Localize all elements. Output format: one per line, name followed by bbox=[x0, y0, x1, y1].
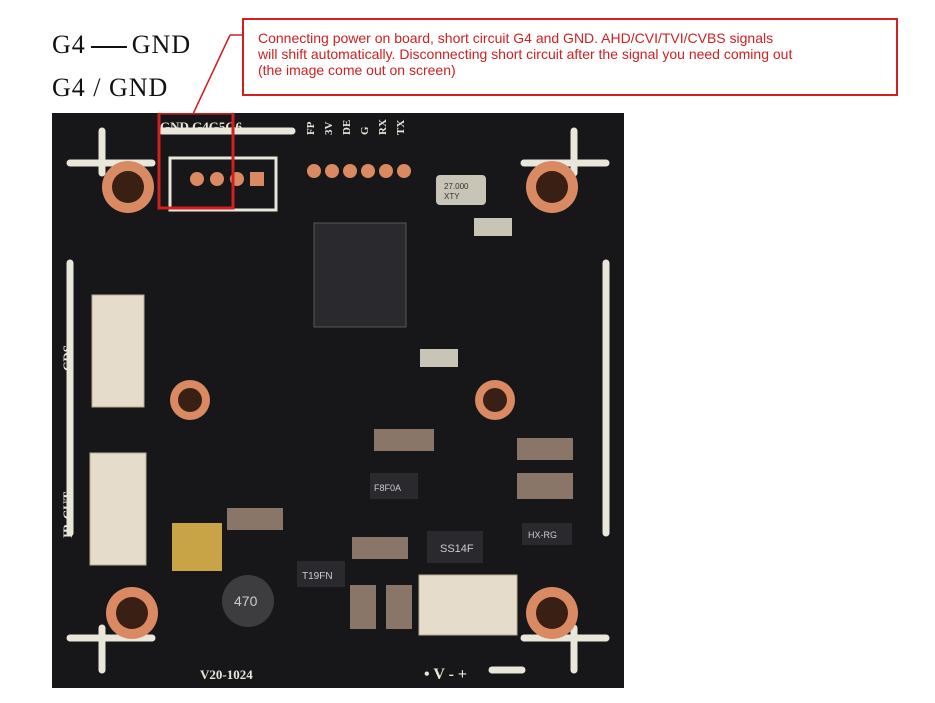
main-ic bbox=[313, 222, 407, 328]
crystal-label-2: XTY bbox=[444, 192, 460, 201]
callout-line-2: will shift automatically. Disconnecting … bbox=[258, 46, 793, 62]
pcb-frame bbox=[66, 127, 610, 674]
pin-label-5: TX bbox=[395, 120, 407, 135]
regulator-label: HX-RG bbox=[528, 530, 557, 540]
ic-label: F8F0A bbox=[374, 483, 401, 493]
pad-row bbox=[307, 164, 411, 178]
diode-label: SS14F bbox=[440, 543, 474, 555]
pin-label-group: FP 3V DE G RX TX bbox=[305, 119, 407, 135]
g4-gnd-highlight-box bbox=[157, 113, 235, 210]
inductor-label: 470 bbox=[234, 593, 258, 609]
mounting-holes bbox=[102, 161, 578, 639]
label-g4: G4 bbox=[52, 30, 86, 59]
power-label: • V - + bbox=[424, 666, 467, 683]
components: 470 SS14F HX-RG T19FN F8F0A bbox=[172, 218, 573, 636]
pin-label-4: RX bbox=[377, 119, 389, 135]
cds-label: CDS bbox=[60, 345, 75, 371]
pin-label-1: 3V bbox=[323, 122, 335, 136]
label-gnd: GND bbox=[131, 30, 192, 59]
header-pins bbox=[190, 172, 264, 186]
pin-label-3: G bbox=[359, 126, 371, 135]
label-g4-dash-gnd: G4 GND bbox=[52, 30, 191, 60]
ircut-label: IR-CUT bbox=[60, 491, 75, 538]
crystal bbox=[436, 175, 486, 205]
chip-label: T19FN bbox=[302, 571, 333, 582]
version-label: V20-1024 bbox=[200, 667, 253, 682]
callout-line-1: Connecting power on board, short circuit… bbox=[258, 30, 774, 46]
header-label: GND G4G5G6 bbox=[160, 119, 242, 134]
label-g4-slash-gnd: G4 / GND bbox=[52, 73, 169, 102]
header-outline bbox=[168, 156, 278, 212]
callout-line-3: (the image come out on screen) bbox=[258, 62, 456, 78]
pin-label-2: DE bbox=[341, 120, 353, 135]
ircut-connector bbox=[89, 452, 147, 566]
pin-label-0: FP bbox=[305, 121, 317, 135]
crystal-label: 27.000 bbox=[444, 182, 469, 191]
cds-connector bbox=[91, 294, 145, 408]
instruction-callout: Connecting power on board, short circuit… bbox=[242, 18, 898, 96]
dash-line bbox=[90, 46, 127, 49]
pcb-board-image: GND G4G5G6 FP 3V DE G RX TX 27.000 XTY CDS IR… bbox=[52, 113, 624, 688]
